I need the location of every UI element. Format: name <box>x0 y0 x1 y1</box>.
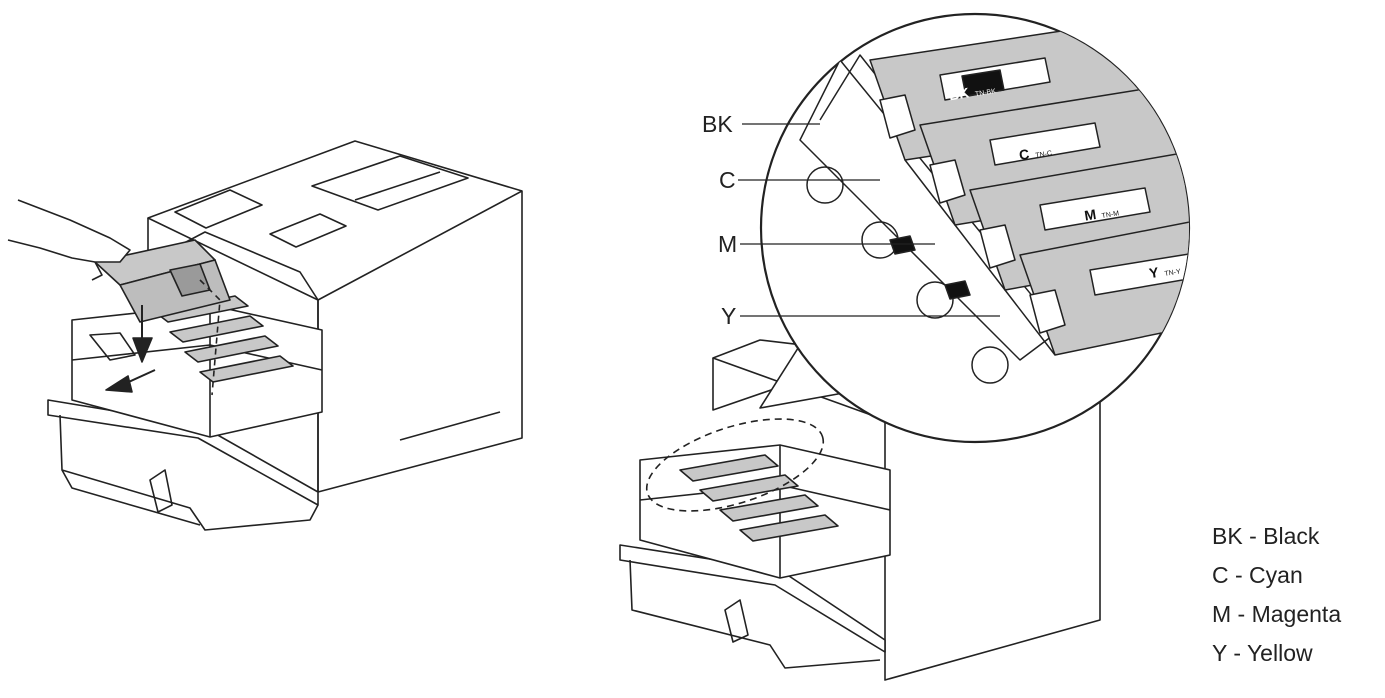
cartridge-label-c: C <box>1018 146 1031 163</box>
callout-y: Y <box>721 303 737 329</box>
cartridge-model-m: TN-M <box>1101 210 1120 220</box>
zoom-callout: BK TN-BK C TN-C M TN-M Y TN-Y <box>759 12 1191 444</box>
legend-item-magenta: M - Magenta <box>1212 601 1342 627</box>
legend-item-cyan: C - Cyan <box>1212 562 1303 588</box>
callout-m: M <box>718 231 738 257</box>
callout-bk: BK <box>702 111 733 137</box>
cartridge-label-y: Y <box>1148 264 1160 281</box>
callout-c: C <box>719 167 736 193</box>
cartridge-model-y: TN-Y <box>1164 268 1182 278</box>
cartridge-model-bk: TN-BK <box>975 88 997 98</box>
legend-item-black: BK - Black <box>1212 523 1320 549</box>
cartridge-label-bk: BK <box>948 84 970 103</box>
left-printer-illustration <box>7 140 523 531</box>
cartridge-model-c: TN-C <box>1035 150 1053 160</box>
callout-leaders <box>738 123 1000 317</box>
cartridge-label-m: M <box>1083 206 1097 224</box>
legend-item-yellow: Y - Yellow <box>1212 640 1313 666</box>
color-legend: BK - Black C - Cyan M - Magenta Y - Yell… <box>1212 525 1341 681</box>
